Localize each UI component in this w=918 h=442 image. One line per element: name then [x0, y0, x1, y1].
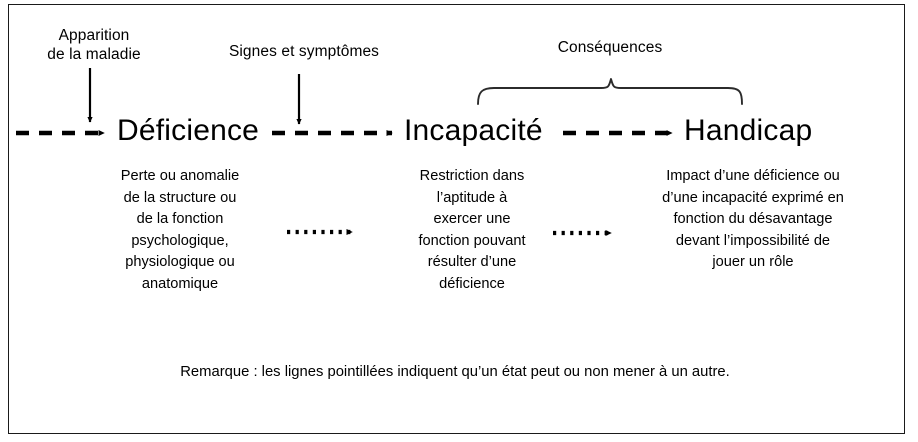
diagram-frame	[8, 4, 905, 434]
label-consequences: Conséquences	[557, 39, 663, 56]
description-incapacite: Restriction dans l’aptitude à exercer un…	[418, 168, 526, 292]
label-signes-et-symptomes: Signes et symptômes	[228, 43, 380, 60]
remark-text: Remarque : les lignes pointillées indiqu…	[180, 364, 730, 380]
label-apparition-de-la-maladie: Apparition de la maladie	[47, 27, 141, 63]
stage-word-handicap: Handicap	[684, 114, 813, 147]
description-handicap: Impact d’une déficience ou d’une incapac…	[662, 168, 844, 270]
stage-word-incapacite: Incapacité	[404, 114, 543, 147]
description-deficience: Perte ou anomalie de la structure ou de …	[120, 168, 240, 292]
stage-word-deficience: Déficience	[117, 114, 260, 147]
